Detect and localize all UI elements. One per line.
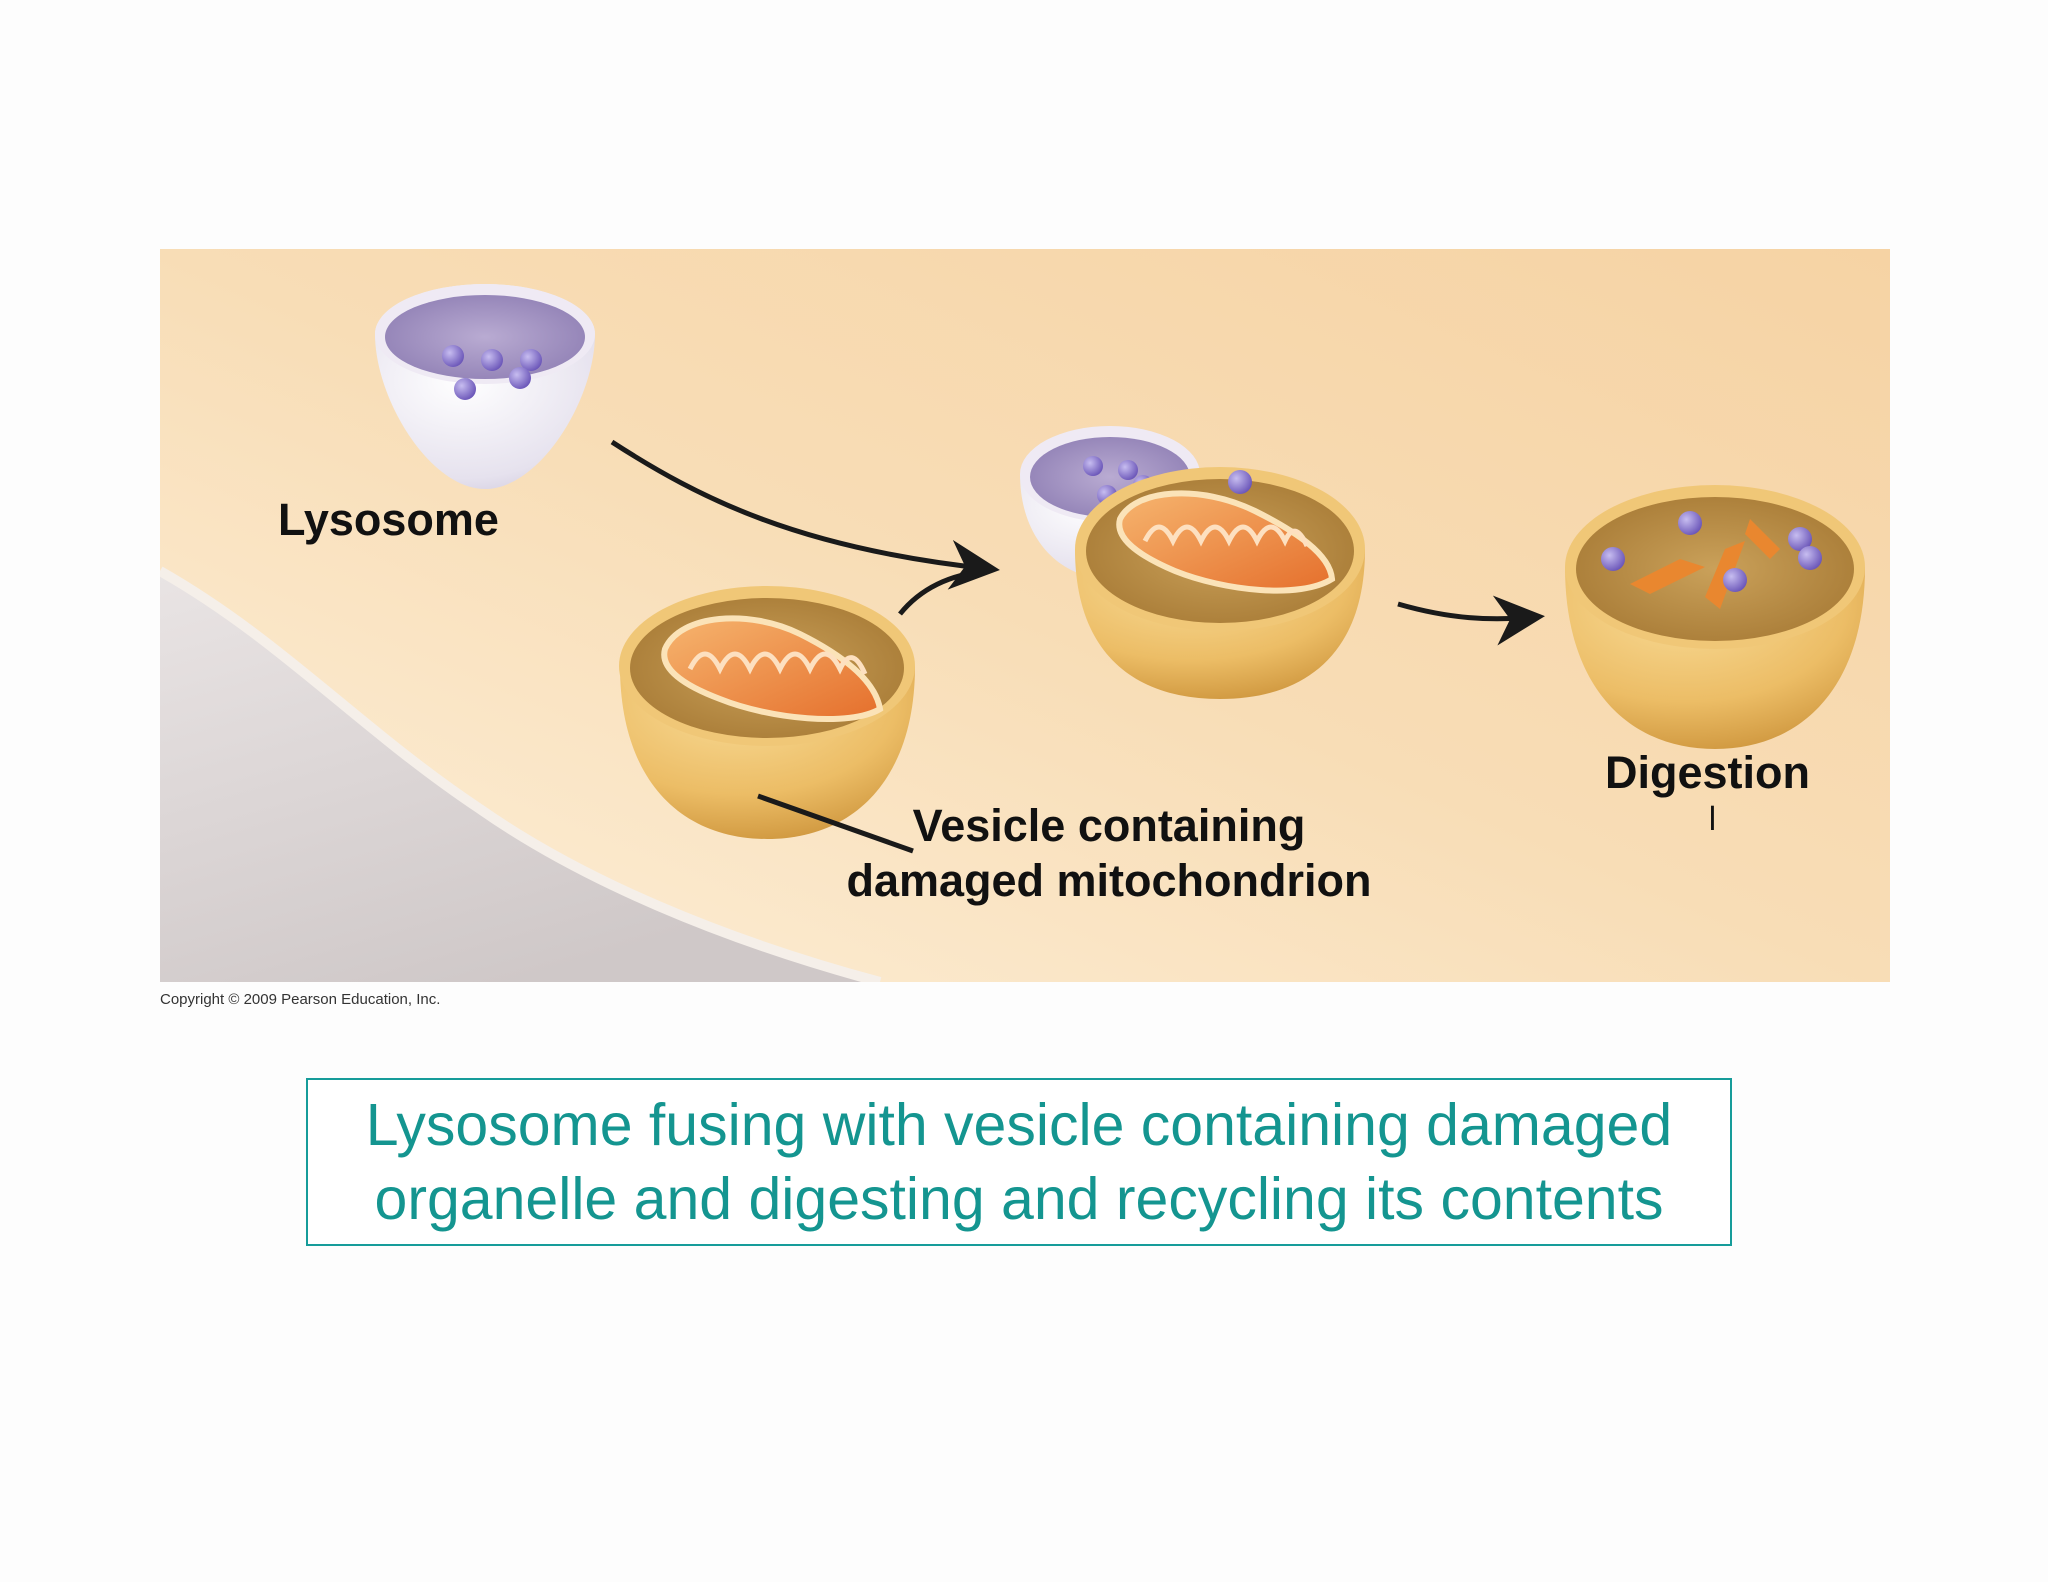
caption-line1: Lysosome fusing with vesicle containing … — [365, 1092, 1673, 1158]
digestion-mark: ا — [1708, 801, 1717, 837]
fusion-illustration — [1020, 426, 1365, 699]
lysosome-label: Lysosome — [278, 494, 499, 545]
vesicle-pointer-line — [757, 793, 914, 854]
arrow-to-digestion — [1397, 595, 1545, 646]
diagram-figure: Lysosome Vesicle containing damaged mito… — [160, 249, 1890, 982]
digestion-illustration — [1565, 485, 1865, 749]
arrow-to-fusion — [610, 439, 1000, 590]
caption-text: Lysosome fusing with vesicle containing … — [366, 1088, 1672, 1236]
digestion-label: Digestion — [1605, 747, 1811, 798]
arrow-from-vesicle — [898, 568, 989, 616]
caption-box: Lysosome fusing with vesicle containing … — [306, 1078, 1732, 1246]
vesicle-illustration — [619, 586, 915, 839]
vesicle-label-line1: Vesicle containing — [912, 800, 1306, 851]
cell-membrane — [160, 571, 880, 982]
caption-line2: organelle and digesting and recycling it… — [374, 1166, 1664, 1232]
mitochondrion-1 — [661, 615, 884, 722]
copyright-notice: Copyright © 2009 Pearson Education, Inc. — [160, 991, 441, 1008]
diagram-illustration — [160, 249, 1890, 982]
lysosome-illustration — [375, 284, 595, 489]
vesicle-label-line2: damaged mitochondrion — [846, 855, 1372, 906]
vesicle-label: Vesicle containing damaged mitochondrion — [829, 798, 1389, 908]
mitochondrion-2 — [1116, 490, 1336, 594]
cell-membrane-edge — [160, 566, 882, 982]
